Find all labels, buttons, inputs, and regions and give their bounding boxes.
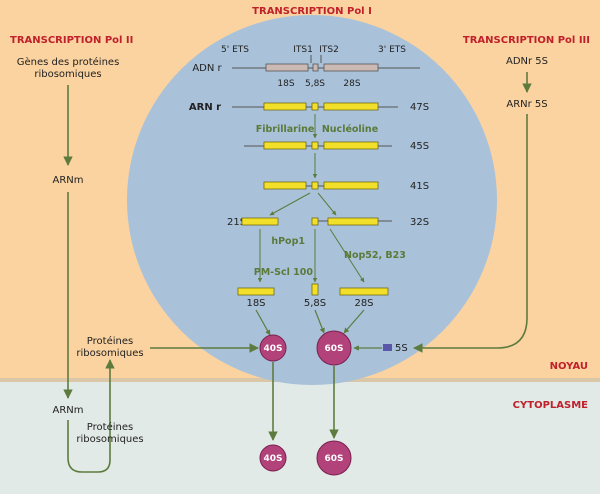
- arrow-41s-21s: [269, 192, 311, 216]
- pre-rrna-41s-58s: [311, 181, 319, 190]
- ribosome-60s-nucleus: [316, 330, 352, 366]
- arnm-cyto-label: ARNm: [52, 405, 83, 416]
- rdna-58s-label: 5,8S: [305, 79, 325, 89]
- pre-rrna-32s-28s: [327, 217, 379, 226]
- label-45s: 45S: [410, 141, 429, 152]
- proteins-cyto-line1: Protéines: [87, 421, 133, 433]
- rdna-28s-label: 28S: [343, 79, 360, 89]
- adnr-label: ADN r: [192, 63, 222, 74]
- proteins-nucleus-line1: Protéines: [87, 335, 133, 347]
- arnr5s-label: ARNr 5S: [506, 99, 547, 110]
- arrow-41s-32s: [317, 192, 337, 216]
- pre-rrna-45s-58s: [311, 141, 319, 150]
- label-32s: 32S: [410, 217, 429, 228]
- arrow-18s-40s: [255, 309, 271, 336]
- nucleolus: [127, 15, 497, 385]
- nucleoline-label: Nucléoline: [322, 124, 378, 135]
- 5s-label: 5S: [395, 343, 408, 354]
- arrow-translation-loop: [67, 359, 115, 473]
- arrow-arnr5s-to-5s: [413, 114, 528, 353]
- mature-18s: [237, 287, 275, 296]
- ribosome-40s-nucleus-label: 40S: [263, 344, 282, 354]
- pre-rrna-21s: [241, 217, 279, 226]
- heading-cytoplasme: CYTOPLASME: [513, 400, 588, 411]
- mature-28s: [339, 287, 389, 296]
- arnm-nucleus-label: ARNm: [52, 175, 83, 186]
- ribosome-40s-cyto: [259, 444, 287, 472]
- its1-label: ITS1: [293, 45, 313, 55]
- genes-label-line2: ribosomiques: [34, 69, 101, 80]
- heading-pol3: TRANSCRIPTION Pol III: [463, 35, 590, 46]
- rdna-28s: [323, 63, 379, 72]
- proteins-cyto-line2: ribosomiques: [76, 434, 143, 445]
- hpop1-label: hPop1: [271, 236, 305, 247]
- heading-noyau: NOYAU: [550, 361, 588, 372]
- genes-label-line1: Gènes des protéines: [17, 56, 120, 68]
- pre-rrna-47s-18s: [263, 102, 307, 111]
- label-21s: 21S: [227, 217, 246, 228]
- pre-rrna-45s-28s: [323, 141, 379, 150]
- label-41s: 41S: [410, 181, 429, 192]
- pre-rrna-47s-28s: [323, 102, 379, 111]
- fibrillarine-label: Fibrillarine: [256, 124, 315, 135]
- heading-pol1: TRANSCRIPTION Pol I: [252, 6, 372, 17]
- ribosome-60s-cyto-label: 60S: [324, 454, 343, 464]
- nop52-label: Nop52, B23: [344, 250, 406, 261]
- ribosome-60s-nucleus-label: 60S: [324, 344, 343, 354]
- ets3-label: 3' ETS: [378, 45, 406, 55]
- pmscl-label: PM-Scl 100: [254, 267, 314, 278]
- adnr5s-label: ADNr 5S: [506, 56, 548, 67]
- its2-label: ITS2: [319, 45, 339, 55]
- pre-rrna-32s-58s: [311, 217, 319, 226]
- mature-18s-label: 18S: [246, 298, 265, 309]
- rdna-18s: [265, 63, 309, 72]
- arrow-58s-60s: [314, 309, 325, 334]
- ets5-label: 5' ETS: [221, 45, 249, 55]
- rdna-18s-label: 18S: [277, 79, 294, 89]
- arnr-label: ARN r: [189, 102, 221, 113]
- ribosome-40s-nucleus: [259, 334, 287, 362]
- pre-rrna-41s-28s: [323, 181, 379, 190]
- ribosome-40s-cyto-label: 40S: [263, 454, 282, 464]
- pre-rrna-41s-18s: [263, 181, 307, 190]
- cytoplasm-region: [0, 382, 600, 494]
- mature-58s-label: 5,8S: [304, 298, 326, 309]
- pre-rrna-47s-58s: [311, 102, 319, 111]
- heading-pol2: TRANSCRIPTION Pol II: [10, 35, 133, 46]
- arrow-32s-28s: [329, 228, 365, 283]
- 5s-rna-mark: [383, 344, 392, 351]
- label-47s: 47S: [410, 102, 429, 113]
- ribosome-60s-cyto: [316, 440, 352, 476]
- arrow-28s-60s: [343, 309, 365, 334]
- mature-28s-label: 28S: [354, 298, 373, 309]
- pre-rrna-45s-18s: [263, 141, 307, 150]
- rdna-58s: [312, 63, 319, 72]
- mature-58s: [311, 283, 319, 296]
- proteins-nucleus-line2: ribosomiques: [76, 348, 143, 359]
